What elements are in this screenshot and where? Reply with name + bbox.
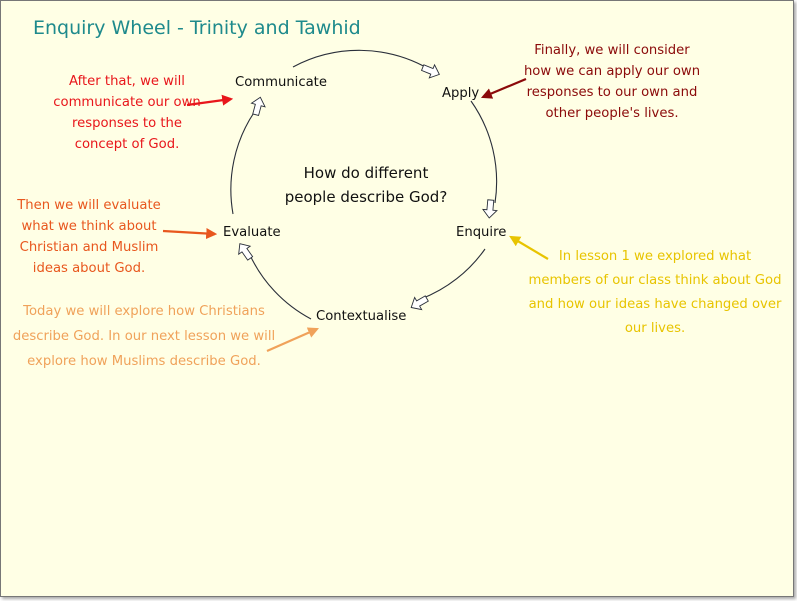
enquire-note: In lesson 1 we explored what members of … <box>523 245 787 341</box>
apply-note-line: how we can apply our own <box>523 64 701 79</box>
enquire-note-line: In lesson 1 we explored what <box>558 249 752 264</box>
center-question-line-2: people describe God? <box>284 188 448 206</box>
stage-apply: Apply <box>442 86 480 101</box>
page-title: Enquiry Wheel - Trinity and Tawhid <box>33 17 361 39</box>
contextualise-note-line: describe God. In our next lesson we will <box>12 329 276 344</box>
stage-enquire: Enquire <box>456 225 507 240</box>
apply-note-line: Finally, we will consider <box>534 43 690 58</box>
enquire-note-line: and how our ideas have changed over <box>528 297 782 312</box>
communicate-note-line: concept of God. <box>74 137 180 152</box>
arc-enquire-contextualise <box>420 248 486 300</box>
communicate-note: After that, we will communicate our own … <box>37 71 217 155</box>
stage-communicate: Communicate <box>235 75 327 90</box>
contextualise-note-line: Today we will explore how Christians <box>23 304 265 319</box>
communicate-note-arrow <box>186 94 234 107</box>
arc-evaluate-communicate <box>230 110 256 215</box>
arc-contextualise-evaluate <box>248 252 312 320</box>
enquire-note-arrow <box>509 235 549 260</box>
cycle-arrow-to-communicate <box>250 96 266 117</box>
cycle-arrow-to-enquire <box>481 199 498 219</box>
enquire-note-line: our lives. <box>624 321 686 336</box>
evaluate-note-line: what we think about <box>21 219 157 234</box>
communicate-note-line: communicate our own <box>53 95 201 110</box>
apply-note-line: responses to our own and <box>526 85 698 100</box>
stage-contextualise: Contextualise <box>316 309 407 324</box>
communicate-note-line: After that, we will <box>69 74 185 89</box>
center-question: How do different people describe God? <box>271 161 461 209</box>
stage-evaluate: Evaluate <box>223 225 281 240</box>
cycle-arrow-to-apply <box>420 63 440 79</box>
contextualise-note-arrow <box>266 327 320 353</box>
cycle-arrow-to-evaluate <box>238 243 254 261</box>
contextualise-note-line: explore how Muslims describe God. <box>27 354 261 369</box>
evaluate-note: Then we will evaluate what we think abou… <box>9 195 169 279</box>
evaluate-note-line: Christian and Muslim <box>19 240 159 255</box>
cycle-arcs <box>230 49 498 320</box>
enquire-note-line: members of our class think about God <box>528 273 782 288</box>
contextualise-note: Today we will explore how Christians des… <box>7 299 281 374</box>
arc-communicate-apply <box>292 49 430 70</box>
apply-note-line: other people's lives. <box>545 106 679 121</box>
evaluate-note-line: ideas about God. <box>32 261 146 276</box>
cycle-arrow-to-contextualise <box>410 295 429 311</box>
apply-note-arrow <box>480 77 527 99</box>
communicate-note-line: responses to the <box>71 116 183 131</box>
center-question-line-1: How do different <box>303 164 429 182</box>
evaluate-note-line: Then we will evaluate <box>17 198 161 213</box>
apply-note: Finally, we will consider how we can app… <box>513 40 711 124</box>
arc-apply-enquire <box>470 100 498 204</box>
evaluate-note-arrow <box>162 228 218 239</box>
